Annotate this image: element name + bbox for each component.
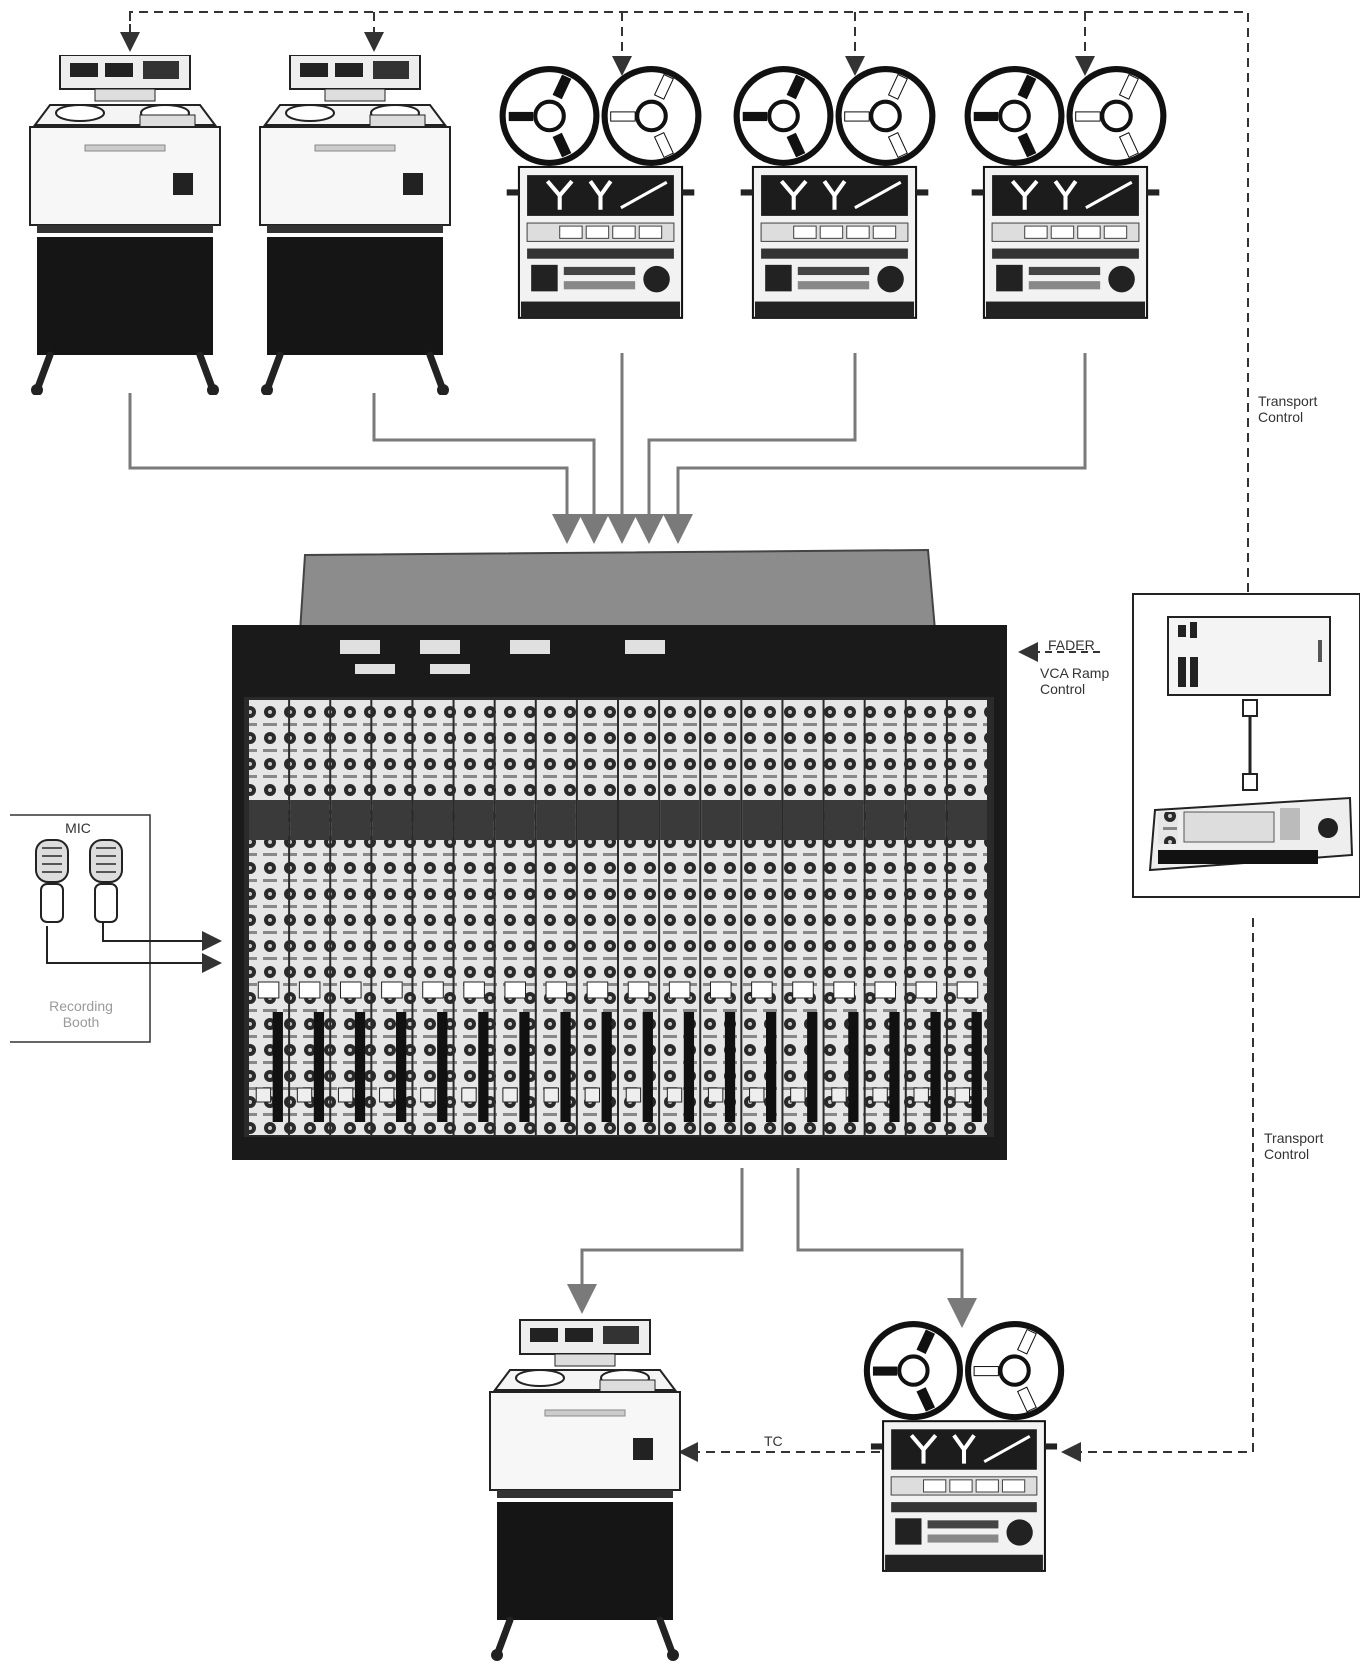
studio-tape-recorder	[260, 55, 450, 396]
channel-strip	[619, 700, 658, 1135]
top-machines	[30, 55, 1163, 396]
tc-label: TC	[764, 1433, 783, 1449]
multitrack-reel-to-reel	[968, 69, 1164, 318]
recording-booth-label: Recording Booth	[32, 998, 130, 1030]
channel-strip	[290, 700, 329, 1135]
transport-control-label-upper: Transport Control	[1258, 393, 1317, 425]
channel-strip	[372, 700, 411, 1135]
multitrack-reel-to-reel	[503, 69, 699, 318]
channel-strip	[413, 700, 452, 1135]
channel-strip	[578, 700, 617, 1135]
synchronizer-panel	[1133, 594, 1360, 897]
channel-strip	[825, 700, 864, 1135]
channel-strip	[866, 700, 905, 1135]
channel-strip	[331, 700, 370, 1135]
studio-tape-recorder	[30, 55, 220, 396]
channel-strip	[701, 700, 740, 1135]
channel-strip	[249, 700, 288, 1135]
channel-strip	[783, 700, 822, 1135]
channel-strip	[660, 700, 699, 1135]
channel-strip	[742, 700, 781, 1135]
transport-control-label-lower: Transport Control	[1264, 1130, 1323, 1162]
channel-strip	[455, 700, 494, 1135]
signal-lines-from-console	[582, 1168, 962, 1322]
multitrack-reel-to-reel	[737, 69, 933, 318]
multitrack-reel-to-reel	[867, 1324, 1061, 1571]
channel-strip	[496, 700, 535, 1135]
studio-tape-recorder	[490, 1320, 680, 1661]
mic-label: MIC	[58, 820, 98, 836]
channel-strip	[537, 700, 576, 1135]
channel-strip	[948, 700, 987, 1135]
channel-strip	[907, 700, 946, 1135]
vca-ramp-control-label: VCA Ramp Control	[1040, 665, 1109, 697]
bottom-machines	[490, 1320, 1061, 1661]
mixing-console	[232, 550, 1007, 1160]
fader-label: FADER	[1048, 637, 1095, 653]
microphone	[36, 840, 68, 922]
microphone	[90, 840, 122, 922]
